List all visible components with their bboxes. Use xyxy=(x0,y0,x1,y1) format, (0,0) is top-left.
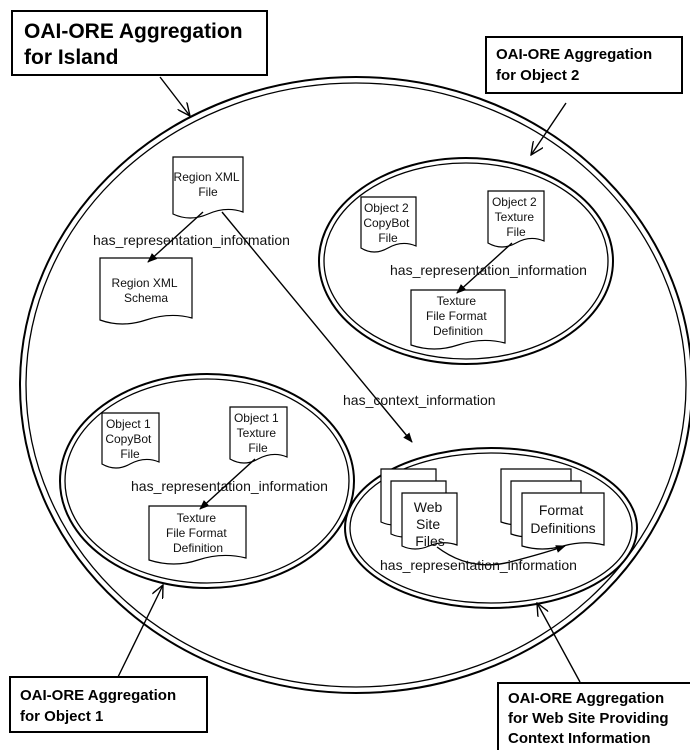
object2-rep-arrow xyxy=(456,242,513,294)
object2-aggregation-ellipse xyxy=(318,157,614,365)
object2-rep-label: has_representation_information xyxy=(390,262,587,278)
svg-text:Region XML File: Region XML File xyxy=(174,170,243,199)
svg-text:OAI-ORE Aggregation for: OAI-ORE Aggregation for Object 1 xyxy=(20,687,180,725)
object1-callout: OAI-ORE Aggregation for Object 1 xyxy=(9,676,208,733)
svg-text:Format Definitions: Format Definitions xyxy=(530,502,595,536)
svg-text:OAI-ORE Aggregation for: OAI-ORE Aggregation for Island xyxy=(24,20,248,69)
svg-text:Texture File Format: Texture File Format Definition xyxy=(166,511,230,555)
object1-rep-arrow xyxy=(199,458,256,510)
website-rep-label: has_representation_information xyxy=(380,557,577,573)
svg-text:Texture File Format: Texture File Format Definition xyxy=(426,294,490,338)
object2-callout-pointer xyxy=(531,102,567,155)
object1-rep-label: has_representation_information xyxy=(131,478,328,494)
object1-callout-pointer xyxy=(117,585,163,678)
object1-format-doc: Texture File Format Definition xyxy=(148,505,247,565)
object2-copybot-doc: Object 2 CopyBot File xyxy=(360,196,417,253)
svg-text:Object 2 Texture F: Object 2 Texture File xyxy=(492,195,540,239)
region-rep-label: has_representation_information xyxy=(93,232,290,248)
context-arrow xyxy=(221,211,413,443)
region-xml-schema-doc: Region XML Schema xyxy=(99,257,193,325)
web-site-files-stack: Web Site Files xyxy=(380,468,458,550)
object1-texture-doc: Object 1 Texture File xyxy=(229,406,288,464)
svg-text:Object 1 Texture F: Object 1 Texture File xyxy=(234,411,282,455)
svg-text:Object 2 CopyBot F: Object 2 CopyBot File xyxy=(363,201,412,245)
svg-text:Web Site Files: Web Site Files xyxy=(414,499,446,549)
island-aggregation-ellipse xyxy=(19,76,690,694)
object2-callout: OAI-ORE Aggregation for Object 2 xyxy=(485,36,683,94)
island-callout: OAI-ORE Aggregation for Island xyxy=(11,10,268,76)
website-callout: OAI-ORE Aggregation for Web Site Providi… xyxy=(497,682,690,750)
website-callout-pointer xyxy=(537,603,581,683)
website-rep-arrow xyxy=(436,545,566,566)
website-aggregation-ellipse xyxy=(344,447,638,609)
region-rep-arrow xyxy=(147,211,204,263)
object1-copybot-doc: Object 1 CopyBot File xyxy=(101,412,160,469)
svg-text:Region XML Schema: Region XML Schema xyxy=(112,276,181,305)
object2-format-doc: Texture File Format Definition xyxy=(410,289,506,350)
region-xml-file-doc: Region XML File xyxy=(172,156,244,219)
svg-text:OAI-ORE Aggregation for: OAI-ORE Aggregation for Web Site Providi… xyxy=(508,690,673,747)
object2-texture-doc: Object 2 Texture File xyxy=(487,190,545,248)
svg-text:Object 1 CopyBot F: Object 1 CopyBot File xyxy=(105,417,154,461)
format-definitions-stack: Format Definitions xyxy=(500,468,605,550)
object1-aggregation-ellipse xyxy=(59,373,355,589)
svg-text:OAI-ORE Aggregation for: OAI-ORE Aggregation for Object 2 xyxy=(496,46,656,84)
context-label: has_context_information xyxy=(343,392,496,408)
island-callout-pointer xyxy=(159,76,190,116)
